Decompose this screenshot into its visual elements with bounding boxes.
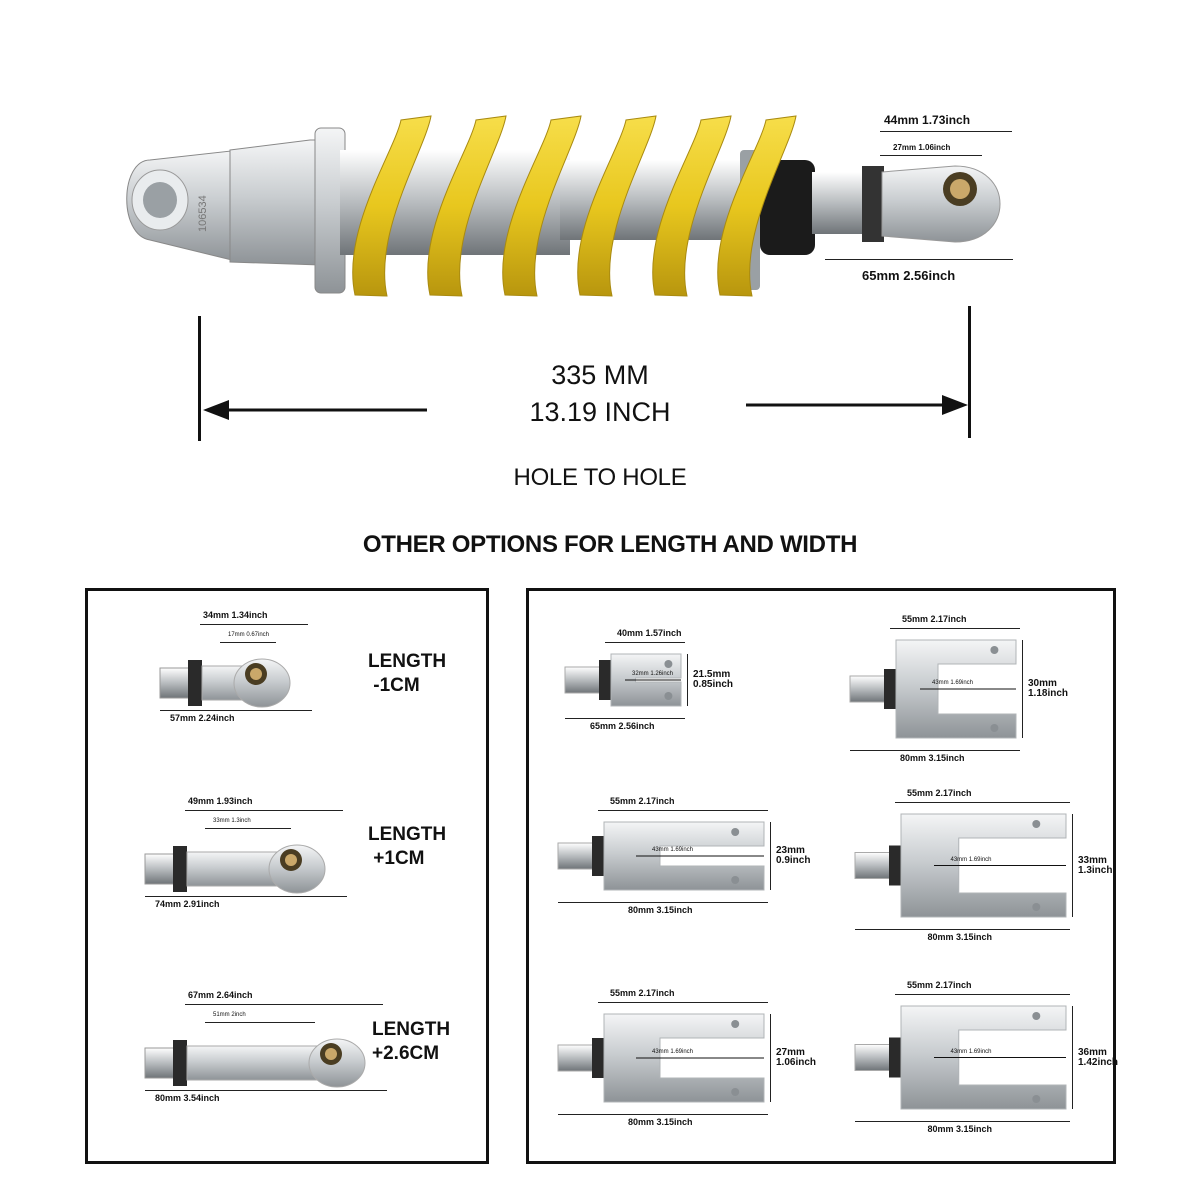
option-bottom-dimension: 74mm 2.91inch	[155, 899, 220, 909]
end-outer-width-label: 44mm 1.73inch	[884, 113, 971, 127]
options-title: OTHER OPTIONS FOR LENGTH AND WIDTH	[362, 531, 858, 558]
left-boundary-line	[198, 316, 201, 441]
option-bottom-dimension: 80mm 3.54inch	[155, 1093, 220, 1103]
end-length-label: 65mm 2.56inch	[862, 268, 956, 283]
option-inner-dimension: 43mm 1.69inch	[652, 1049, 694, 1055]
option-bottom-dimension: 80mm 3.15inch	[927, 1124, 993, 1134]
option-top-dimension: 34mm 1.34inch	[203, 610, 268, 620]
option-side-dimension: 30mm 1.18inch	[1028, 678, 1069, 699]
option-inner-dimension: 32mm 1.26inch	[632, 671, 674, 677]
option-top-dimension: 40mm 1.57inch	[617, 628, 682, 638]
option-top-dimension: 67mm 2.64inch	[188, 990, 253, 1000]
clevis-fork-part	[854, 1005, 1067, 1110]
option-inner-dimension: 51mm 2inch	[213, 1012, 246, 1018]
option-side-dimension: 21.5mm 0.85inch	[693, 669, 734, 690]
rod-end-eye-part	[144, 1038, 366, 1088]
option-inner-dimension: 33mm 1.3inch	[213, 818, 251, 824]
clevis-fork-part	[849, 639, 1017, 739]
end-inner-width-label: 27mm 1.06inch	[893, 143, 951, 152]
option-top-dimension: 55mm 2.17inch	[907, 980, 972, 990]
clevis-fork-part	[557, 1013, 765, 1103]
clevis-fork-part	[854, 813, 1067, 918]
left-arrow	[203, 400, 427, 420]
option-bottom-dimension: 65mm 2.56inch	[590, 721, 655, 731]
right-arrow	[746, 395, 968, 415]
spring-coil	[427, 115, 507, 297]
hole-to-hole-label: HOLE TO HOLE	[513, 464, 687, 491]
option-top-dimension: 49mm 1.93inch	[188, 796, 253, 806]
option-length-label: LENGTH +2.6CM	[372, 1019, 451, 1064]
clevis-fork-part	[557, 821, 765, 891]
left-options-panel	[85, 588, 489, 1164]
right-options-panel	[526, 588, 1116, 1164]
serial-engraving: 106534	[197, 195, 209, 232]
option-bottom-dimension: 80mm 3.15inch	[628, 905, 693, 915]
spring-coil	[652, 115, 732, 297]
option-inner-dimension: 43mm 1.69inch	[950, 856, 992, 863]
option-inner-dimension: 43mm 1.69inch	[652, 847, 694, 853]
shock-absorber-illustration: 106534	[126, 115, 1001, 297]
rod-end-eye-part	[144, 844, 326, 894]
option-top-dimension: 55mm 2.17inch	[610, 796, 675, 806]
option-inner-dimension: 43mm 1.69inch	[932, 680, 974, 686]
spring-coil	[717, 115, 797, 297]
option-bottom-dimension: 57mm 2.24inch	[170, 713, 235, 723]
option-inner-dimension: 17mm 0.67inch	[228, 632, 270, 638]
total-length-inch: 13.19 INCH	[529, 397, 671, 427]
rod-end-eye-part	[159, 658, 291, 708]
option-bottom-dimension: 80mm 3.15inch	[900, 753, 965, 763]
spring-coil	[352, 115, 432, 297]
option-side-dimension: 27mm 1.06inch	[776, 1047, 817, 1068]
option-length-label: LENGTH -1CM	[368, 651, 447, 696]
option-top-dimension: 55mm 2.17inch	[610, 988, 675, 998]
option-side-dimension: 36mm 1.42inch	[1078, 1046, 1119, 1068]
option-length-label: LENGTH +1CM	[368, 824, 447, 869]
option-top-dimension: 55mm 2.17inch	[902, 614, 967, 624]
right-boundary-line	[968, 306, 971, 438]
clevis-fork-part	[564, 653, 682, 707]
option-side-dimension: 33mm 1.3inch	[1078, 854, 1113, 876]
spring-coil	[577, 115, 657, 297]
total-length-mm: 335 MM	[551, 360, 649, 390]
option-bottom-dimension: 80mm 3.15inch	[628, 1117, 693, 1127]
option-side-dimension: 23mm 0.9inch	[776, 845, 811, 866]
option-bottom-dimension: 80mm 3.15inch	[927, 932, 993, 942]
option-inner-dimension: 43mm 1.69inch	[950, 1048, 992, 1055]
spring-coil	[502, 115, 582, 297]
option-top-dimension: 55mm 2.17inch	[907, 788, 972, 798]
